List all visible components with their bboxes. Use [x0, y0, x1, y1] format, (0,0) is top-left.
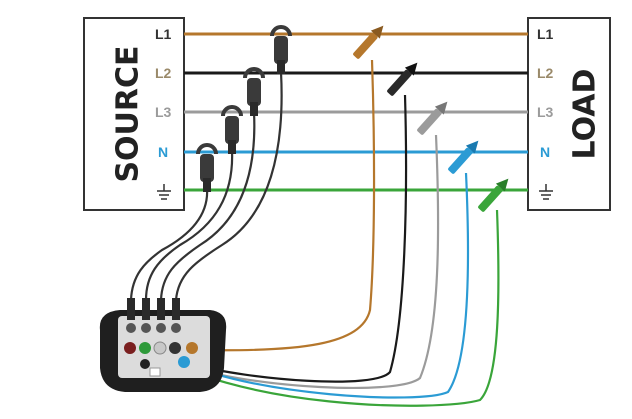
current-input-connectors — [126, 298, 181, 333]
crocodile-clip-icon — [387, 62, 418, 96]
load-label-l3: L3 — [537, 104, 554, 120]
source-label-l3: L3 — [155, 104, 172, 120]
power-analyzer-device — [99, 298, 227, 392]
load-line-labels: L1 L2 L3 N — [537, 26, 554, 160]
current-clamps — [196, 25, 292, 192]
source-line-labels: L1 L2 L3 N — [155, 26, 172, 160]
voltage-lead-l1 — [195, 59, 376, 352]
crocodile-clip-icon — [353, 25, 384, 59]
crocodile-clips — [353, 25, 509, 212]
load-title: LOAD — [568, 69, 603, 160]
load-ground-icon — [539, 184, 553, 200]
load-box: LOAD — [527, 17, 611, 211]
crocodile-clip-icon — [417, 101, 448, 135]
clamp-cables — [129, 71, 283, 301]
source-title: SOURCE — [111, 45, 146, 182]
source-label-l1: L1 — [155, 26, 172, 42]
load-label-l2: L2 — [537, 65, 554, 81]
source-ground-icon — [157, 184, 171, 200]
load-label-l1: L1 — [537, 26, 554, 42]
voltage-lead-pe — [141, 209, 500, 407]
voltage-leads — [141, 59, 500, 407]
voltage-lead-l3 — [187, 134, 440, 390]
current-clamp-icon — [221, 105, 243, 154]
crocodile-clip-icon — [478, 178, 509, 212]
source-box: SOURCE — [83, 17, 185, 211]
load-label-n: N — [540, 144, 550, 160]
source-label-l2: L2 — [155, 65, 172, 81]
voltage-lead-l2 — [189, 94, 408, 383]
voltage-input-sockets — [124, 341, 198, 377]
current-clamp-icon — [196, 143, 218, 192]
voltage-lead-n — [183, 172, 470, 399]
current-clamp-icon — [243, 67, 265, 116]
source-label-n: N — [158, 144, 168, 160]
current-clamp-icon — [270, 25, 292, 74]
crocodile-clip-icon — [448, 140, 479, 174]
